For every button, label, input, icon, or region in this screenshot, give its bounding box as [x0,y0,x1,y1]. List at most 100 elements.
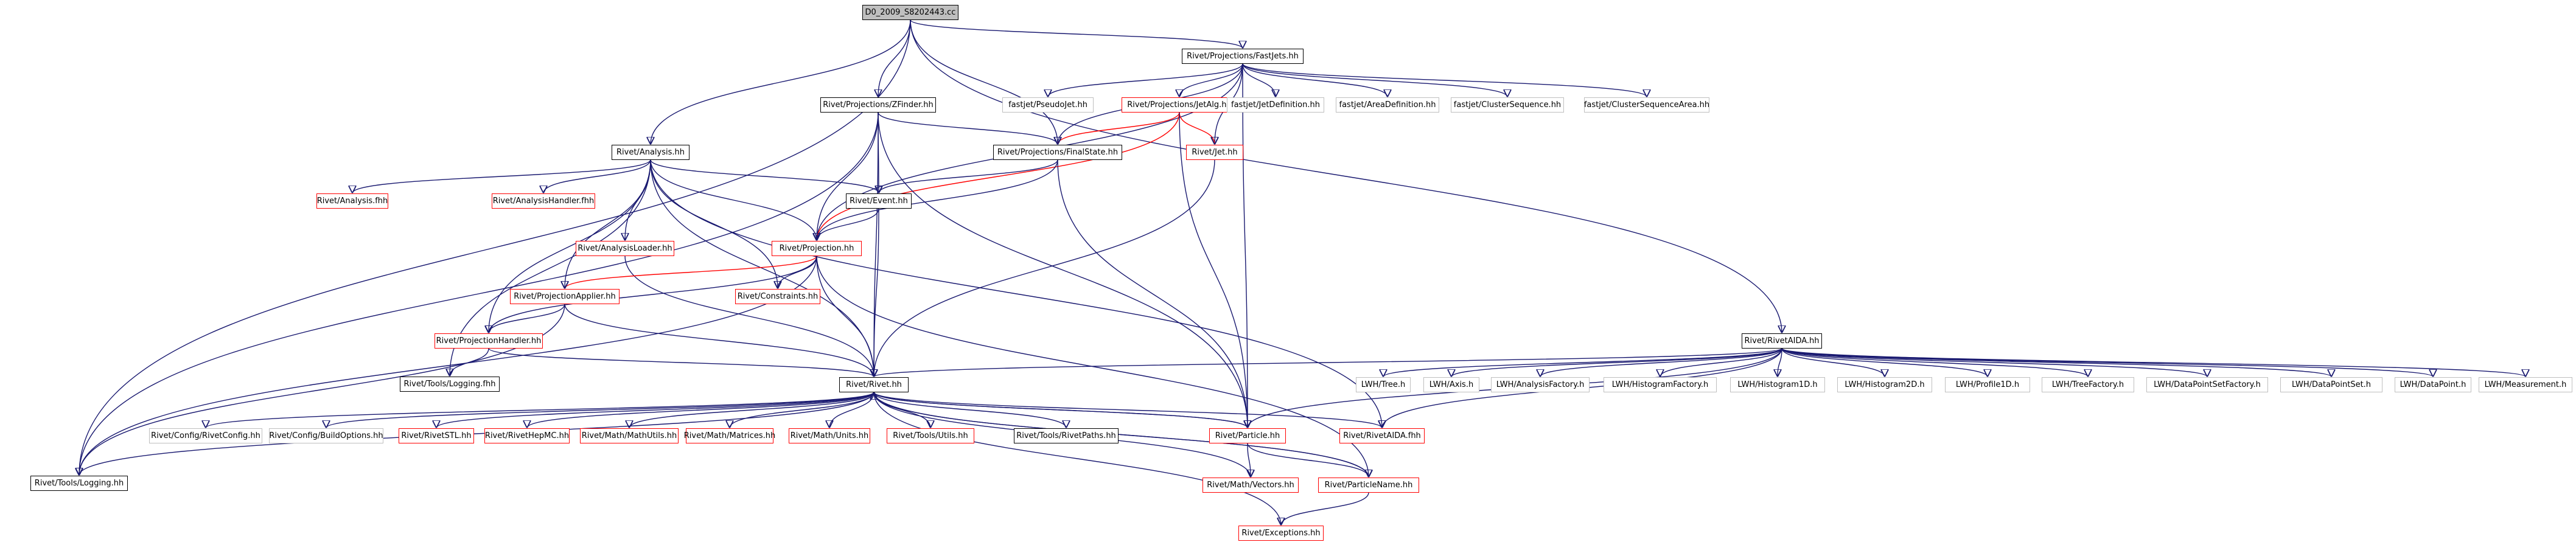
edge-analysis-to-constraints [650,159,778,289]
node-lwhdpsfactory[interactable]: LWH/DataPointSetFactory.h [2146,377,2268,392]
edge-fastjets-to-clusterseq [1242,63,1507,97]
node-toolsutils[interactable]: Rivet/Tools/Utils.hh [887,428,974,443]
edge-fastjets-to-particle [1242,63,1248,428]
node-analysisloader[interactable]: Rivet/AnalysisLoader.hh [576,240,674,256]
node-lwhhist1d[interactable]: LWH/Histogram1D.h [1730,377,1825,392]
node-mathutils[interactable]: Rivet/Math/MathUtils.hh [580,428,679,443]
edge-zfinder-to-rivethh [874,112,879,377]
edge-analysis-to-rivethh [650,159,874,377]
node-rivetconfig[interactable]: Rivet/Config/RivetConfig.hh [149,428,262,443]
edge-projapplier-to-projhandler [489,304,565,333]
node-lwhdps[interactable]: LWH/DataPointSet.h [2280,377,2382,392]
node-lwhanafactory[interactable]: LWH/AnalysisFactory.h [1491,377,1590,392]
edge-projection-to-projhandler [489,255,817,333]
edge-jetalg-to-finalstate [1058,112,1180,145]
node-particle[interactable]: Rivet/Particle.hh [1209,428,1286,443]
node-finalstate[interactable]: Rivet/Projections/FinalState.hh [993,144,1122,160]
node-fastjets[interactable]: Rivet/Projections/FastJets.hh [1182,48,1304,64]
edge-root-to-finalstate [910,19,1058,145]
edge-rivetaida-to-lwhanafactory [1540,348,1782,377]
edge-rivethh-to-mathutils [629,392,874,428]
node-lwhprofile[interactable]: LWH/Profile1D.h [1945,377,2030,392]
edge-jetalg-to-jethh [1179,112,1215,145]
edge-rivetaida-to-lwhhist1d [1778,348,1782,377]
edge-rivethh-to-rivetstl [436,391,874,429]
edge-finalstate-to-event [879,159,1058,193]
node-lwhaxis[interactable]: LWH/Axis.h [1423,377,1479,392]
node-mathvectors[interactable]: Rivet/Math/Vectors.hh [1202,477,1299,493]
node-rivethepmc[interactable]: Rivet/RivetHepMC.hh [484,428,570,443]
edge-analysis-to-projection [650,159,817,241]
node-projhandler[interactable]: Rivet/ProjectionHandler.hh [435,333,543,349]
node-jetdef[interactable]: fastjet/JetDefinition.hh [1227,97,1324,113]
node-event[interactable]: Rivet/Event.hh [846,193,912,209]
edge-projection-to-rivethh [816,255,874,377]
node-lwhtree[interactable]: LWH/Tree.h [1356,377,1411,392]
edge-analysisloader-to-rivethh [624,255,874,377]
edge-analysis-to-rivetaidafhh [650,159,1382,428]
node-analysis[interactable]: Rivet/Analysis.hh [612,144,689,160]
edge-rivetaida-to-lwhdp [1781,347,2433,378]
node-jethh[interactable]: Rivet/Jet.hh [1186,144,1243,160]
edge-finalstate-to-particle [1057,159,1248,428]
node-toolslogfhh[interactable]: Rivet/Tools/Logging.fhh [400,376,500,392]
node-projapplier[interactable]: Rivet/ProjectionApplier.hh [510,288,620,304]
node-toolslog[interactable]: Rivet/Tools/Logging.hh [30,475,128,491]
edge-root-to-analysis [651,19,911,145]
edge-projhandler-to-rivethh [488,347,874,378]
node-clusterseqarea[interactable]: fastjet/ClusterSequenceArea.hh [1584,97,1709,113]
edge-rivetaida-to-lwhdpsfactory [1781,347,2207,378]
node-lwhhist2d[interactable]: LWH/Histogram2D.h [1837,377,1932,392]
node-lwhhistfactory[interactable]: LWH/HistogramFactory.h [1604,377,1717,392]
edge-rivethh-to-exceptions [873,392,1281,526]
edge-rivetaida-to-lwhhist2d [1781,348,1885,377]
edge-jetalg-to-projection [817,112,1180,241]
node-exceptions[interactable]: Rivet/Exceptions.hh [1238,525,1324,541]
node-rivetaidafhh[interactable]: Rivet/RivetAIDA.fhh [1339,428,1425,443]
edge-rivetaida-to-lwhaxis [1451,347,1782,378]
edge-fastjets-to-jetalg [1179,63,1243,97]
edge-rivetaida-to-lwhprofile [1781,348,1988,377]
edge-root-to-fastjets [910,19,1243,49]
node-analysishandler[interactable]: Rivet/AnalysisHandler.fhh [492,193,595,209]
node-rivetstl[interactable]: Rivet/RivetSTL.hh [399,428,474,443]
edge-event-to-rivethh [874,208,879,377]
node-zfinder[interactable]: Rivet/Projections/ZFinder.hh [820,97,936,113]
node-areadef[interactable]: fastjet/AreaDefinition.hh [1336,97,1439,113]
node-jetalg[interactable]: Rivet/Projections/JetAlg.hh [1122,97,1237,113]
node-constraints[interactable]: Rivet/Constraints.hh [735,288,820,304]
node-clusterseq[interactable]: fastjet/ClusterSequence.hh [1451,97,1564,113]
node-lwhmeasure[interactable]: LWH/Measurement.h [2479,377,2572,392]
node-buildoptions[interactable]: Rivet/Config/BuildOptions.hh [269,428,383,443]
node-matrices[interactable]: Rivet/Math/Matrices.hh [684,428,775,443]
edge-projapplier-to-rivethh [564,304,874,377]
node-lwhdp[interactable]: LWH/DataPoint.h [2395,377,2471,392]
edge-rivetaida-to-lwhdps [1781,347,2331,378]
node-rivetpaths[interactable]: Rivet/Tools/RivetPaths.hh [1014,428,1119,443]
edge-fastjets-to-jetdef [1242,63,1276,97]
edge-rivethh-to-rivetpaths [873,392,1066,428]
edge-root-to-zfinder [878,19,911,97]
edge-jetalg-to-particle [1179,112,1248,428]
edge-particle-to-mathvectors [1248,443,1251,478]
node-rivethh[interactable]: Rivet/Rivet.hh [839,377,909,392]
edge-particlename-to-rivethh [874,392,1369,478]
edge-zfinder-to-projection [817,112,879,241]
edge-finalstate-to-projection [817,159,1058,241]
node-particlename[interactable]: Rivet/ParticleName.hh [1318,477,1419,493]
edge-jethh-to-rivethh [874,159,1215,377]
node-analysisfhh[interactable]: Rivet/Analysis.fhh [316,193,388,209]
edge-rivethh-to-toolsutils [873,392,930,428]
node-lwhtreefactory[interactable]: LWH/TreeFactory.h [2042,377,2134,392]
edge-zfinder-to-toolslog [79,112,879,476]
node-pseudojet[interactable]: fastjet/PseudoJet.hh [1002,97,1094,113]
edge-rivetaida-to-rivethh [874,347,1782,378]
node-projection[interactable]: Rivet/Projection.hh [772,240,862,256]
node-units[interactable]: Rivet/Math/Units.hh [789,428,870,443]
node-rivetaida[interactable]: Rivet/RivetAIDA.hh [1742,333,1822,349]
edge-particlename-to-exceptions [1281,492,1369,526]
edge-particle-to-particlename [1247,443,1369,478]
edge-analysis-to-projhandler [489,159,651,333]
